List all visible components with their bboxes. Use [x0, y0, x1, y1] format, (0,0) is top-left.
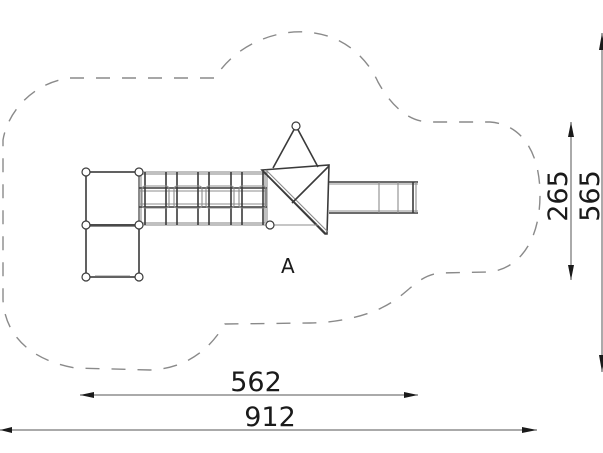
- tower-platforms: [85, 171, 140, 278]
- post: [81, 272, 91, 282]
- post: [81, 220, 91, 230]
- dimension-label-912: 912: [244, 402, 296, 433]
- safety-zone-outline: [2, 31, 541, 371]
- post: [134, 220, 144, 230]
- post: [134, 272, 144, 282]
- platform-upper: [85, 171, 140, 226]
- dimension-912: 912: [0, 402, 537, 433]
- dimension-label-265: 265: [543, 170, 574, 222]
- post: [265, 220, 275, 230]
- slide: [329, 181, 418, 214]
- dimension-562: 562: [80, 367, 418, 398]
- roof-tower: [260, 124, 330, 235]
- posts: [81, 121, 301, 282]
- post: [134, 167, 144, 177]
- dimension-265: 265: [543, 122, 574, 280]
- dimension-label-562: 562: [230, 367, 282, 398]
- dimension-label-565: 565: [575, 170, 603, 222]
- dimension-565: 565: [575, 33, 603, 372]
- bridge-section: [138, 171, 268, 226]
- platform-lower: [85, 224, 140, 278]
- post: [81, 167, 91, 177]
- post: [291, 121, 301, 131]
- area-label: A: [281, 254, 295, 278]
